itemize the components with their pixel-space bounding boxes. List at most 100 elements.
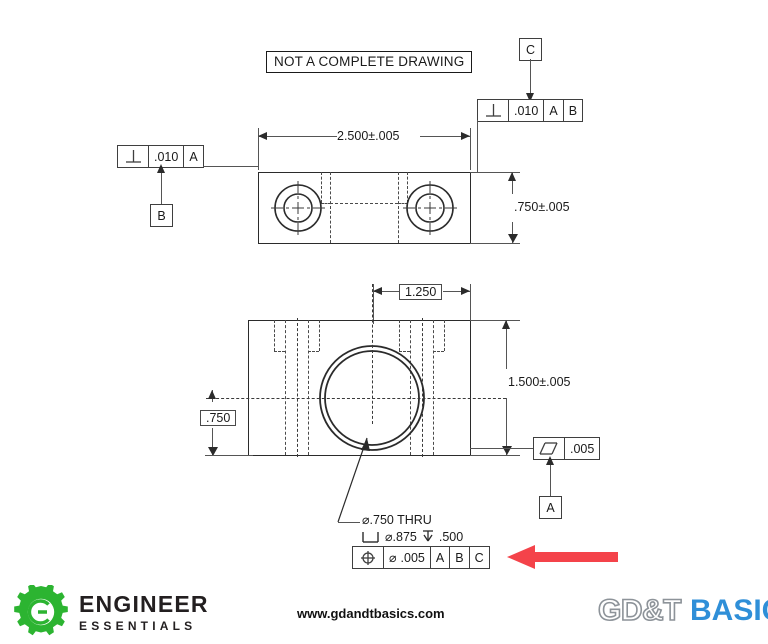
gdt-basics-logo: GD&T BASICS: [597, 594, 768, 627]
frontview-body-left: [248, 320, 249, 455]
datum-a-leader-arrow: [545, 456, 554, 465]
red-left-arrow-icon: [507, 545, 618, 569]
counterbore-icon: [362, 531, 379, 543]
fcf-b-extension: [203, 166, 258, 167]
frontview-750-value: .750: [200, 410, 237, 426]
fcf-position-tolerance-value: .005: [400, 550, 425, 565]
datum-feature-b: B: [150, 204, 173, 227]
frontview-hidden-l-bore-b: [308, 320, 309, 455]
fcf-position-tolerance: ⌀ .005: [384, 547, 431, 568]
datum-c-leader-arrow: [525, 93, 534, 102]
frontview-750-arrow-bot: [208, 447, 218, 456]
frontview-height-dimline-b: [506, 398, 507, 455]
frontview-body-top: [248, 320, 470, 321]
frontview-125-value: 1.250: [399, 284, 443, 300]
frontview-height-arrow-bot: [502, 446, 512, 455]
fcf-perpendicularity-c: .010 A B: [477, 99, 584, 122]
position-glyph: [361, 550, 375, 565]
topview-ext-bot: [470, 243, 520, 244]
topview-width-arrow-right: [461, 132, 470, 140]
frontview-hidden-r-cbore-floor-a: [399, 351, 410, 352]
topview-hidden-cbore-depth: [330, 203, 398, 204]
topview-height-arrow-bot: [508, 234, 518, 243]
fcf-c-datum-b: B: [568, 103, 578, 118]
drawing-note-text: NOT A COMPLETE DRAWING: [266, 51, 473, 73]
fcf-position: ⌀ .005 A B C: [352, 546, 490, 569]
frontview-hidden-r-cbore-a: [399, 320, 400, 351]
frontview-hidden-r-cbore-b: [444, 320, 445, 351]
topview-width-dimline-r: [420, 136, 470, 137]
topview-ext-top: [470, 172, 520, 173]
frontview-ext-center: [373, 284, 374, 324]
frontview-body-bottom: [248, 455, 470, 456]
parallelism-extension: [470, 448, 533, 449]
frontview-height-arrow-top: [502, 320, 510, 329]
frontview-left-hole-centerline: [296, 318, 298, 457]
perpendicularity-symbol: [478, 100, 509, 121]
topview-height-dim: .750±.005: [514, 200, 570, 214]
topview-hidden-cbore-right: [407, 172, 408, 203]
frontview-125-dimline-l: [373, 291, 401, 292]
fcf-parallelism-tolerance: .005: [570, 441, 595, 456]
fcf-c-datum-a: A: [544, 100, 564, 121]
hole-callout: ⌀.750 THRU ⌀.875 .500: [362, 512, 464, 544]
frontview-125-dimline-r: [443, 291, 470, 292]
topview-ext-right: [470, 128, 471, 170]
datum-a-leader: [549, 458, 551, 496]
topview-body-bottom: [258, 243, 470, 244]
perpendicularity-symbol: [118, 146, 149, 167]
topview-body-right: [470, 172, 471, 243]
frontview-right-hole-centerline: [421, 318, 423, 457]
topview-height-dimline-t: [512, 172, 513, 194]
datum-b-leader: [160, 166, 162, 204]
frontview-125-arrow-right: [461, 287, 470, 295]
topview-hidden-cbore-l2: [321, 203, 331, 204]
frontview-hidden-l-bore-a: [285, 320, 286, 455]
topview-width-arrow-left: [258, 132, 267, 140]
datum-c-extension: [477, 120, 478, 172]
topview-hidden-cbore-r2: [398, 203, 408, 204]
frontview-125-dim: 1.250: [399, 283, 443, 301]
frontview-hidden-r-cbore-floor-b: [433, 351, 444, 352]
logo-essentials-text: ESSENTIALS: [79, 618, 197, 633]
datum-b-label: B: [150, 204, 173, 227]
frontview-center-horizontal-cl: [206, 397, 506, 399]
datum-c-label: C: [519, 38, 542, 61]
fcf-c-tolerance: .010: [509, 100, 545, 121]
frontview-ext-top-right: [470, 320, 520, 321]
logo-basics-text: BASICS: [690, 594, 768, 627]
topview-body-left: [258, 172, 259, 243]
frontview-hidden-l-cbore-floor-b: [308, 351, 319, 352]
drawing-note: NOT A COMPLETE DRAWING: [266, 51, 473, 73]
topview-body-top: [258, 172, 470, 173]
frontview-height-dimline-t: [506, 320, 507, 369]
fcf-perpendicularity-b: .010 A: [117, 145, 204, 168]
hole-callout-cbore-depth: .500: [438, 529, 464, 544]
topview-width-dim: 2.500±.005: [337, 129, 400, 143]
fcf-position-datum-a: A: [431, 547, 451, 568]
topview-hidden-bore-left: [330, 172, 331, 243]
topview-ext-left: [258, 128, 259, 170]
frontview-hidden-r-bore-a: [410, 320, 411, 455]
hole-callout-cbore-diameter: ⌀.875: [385, 529, 417, 544]
frontview-hidden-l-cbore-floor-a: [274, 351, 285, 352]
frontview-125-arrow-left: [373, 287, 382, 295]
datum-feature-a: A: [539, 496, 562, 519]
frontview-height-dim: 1.500±.005: [508, 375, 571, 389]
perpendicularity-glyph: [125, 150, 141, 163]
topview-height-dimline-b: [512, 222, 513, 243]
website-url[interactable]: www.gdandtbasics.com: [297, 606, 445, 621]
datum-b-leader-arrow: [156, 164, 165, 173]
frontview-750-ext-bottom: [205, 455, 253, 456]
frontview-750-dimline-b: [212, 428, 213, 456]
frontview-center-vertical-cl: [371, 284, 373, 424]
gear-icon: [14, 585, 68, 636]
hole-callout-leader: [337, 437, 370, 523]
frontview-ext-right-125: [470, 284, 471, 320]
fcf-position-diameter-modifier: ⌀: [389, 551, 397, 565]
parallelism-glyph: [539, 442, 558, 455]
frontview-ext-bot-right: [470, 455, 520, 456]
frontview-750-arrow-top: [208, 390, 216, 399]
topview-left-hole: [271, 181, 325, 235]
fcf-position-datum-c: C: [474, 550, 484, 565]
